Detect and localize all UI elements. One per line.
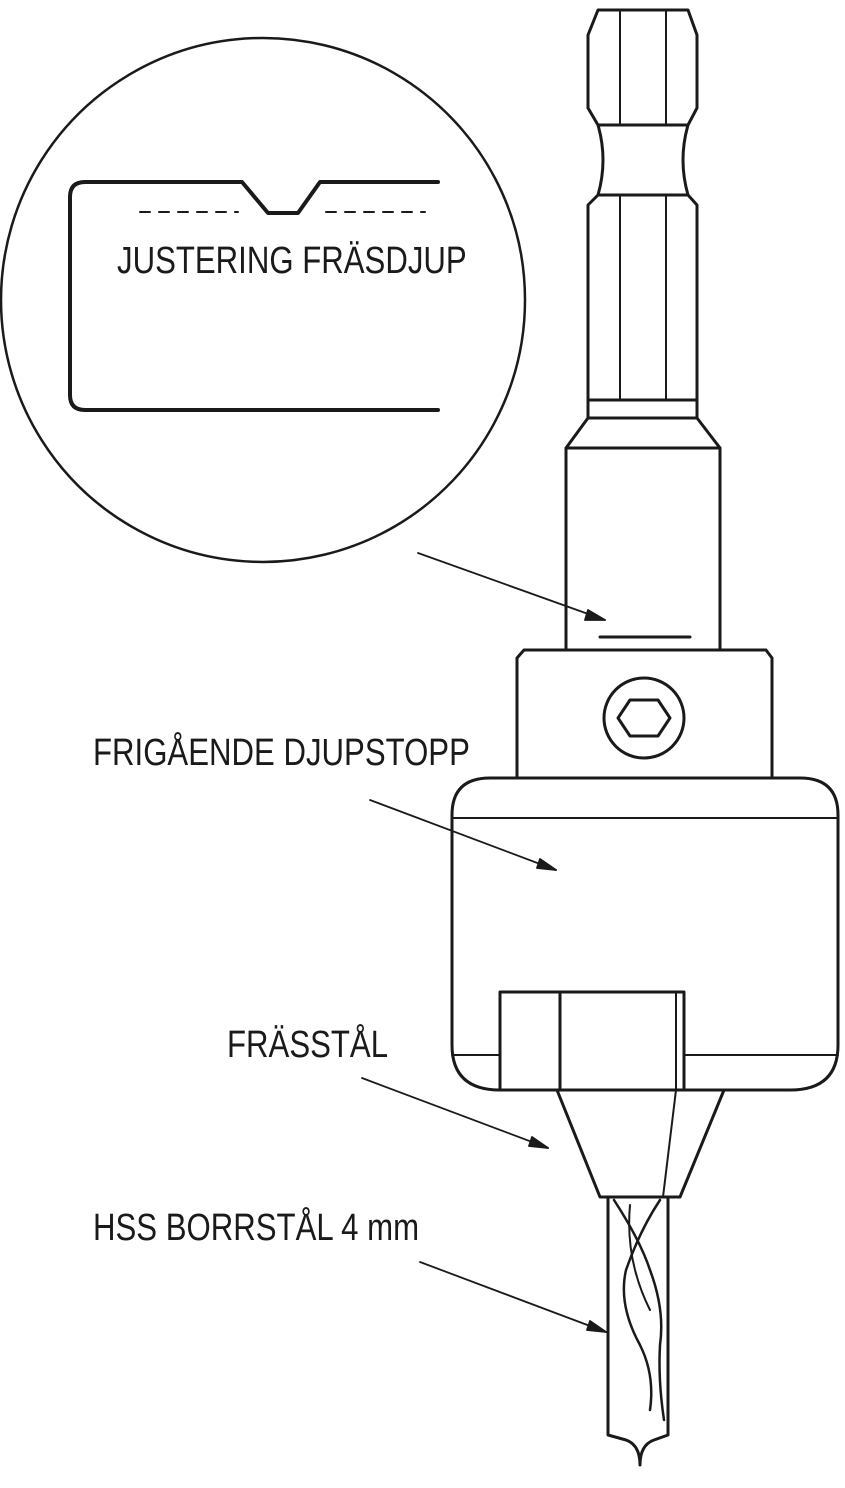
shank-taper [564, 416, 722, 450]
stop-body [450, 776, 840, 1092]
leader-lines [361, 552, 607, 1333]
set-screw-ring [602, 676, 686, 760]
cutter-window [498, 990, 686, 1092]
drill-bit [606, 1195, 670, 1467]
set-screw-hex [616, 698, 672, 738]
hex-shank [564, 8, 722, 652]
label-drill: HSS BORRSTÅL 4 mm [93, 1207, 420, 1249]
shank-top-hex [586, 8, 699, 127]
depth-stop-collar [515, 648, 774, 780]
detail-magnifier [0, 36, 527, 564]
cutter-cone [555, 1088, 726, 1199]
shank-lower-hex [586, 193, 699, 402]
label-depth-adjust: JUSTERING FRÄSDJUP [117, 240, 467, 282]
label-depth-stop: FRIGÅENDE DJUPSTOPP [93, 732, 470, 774]
label-cutter: FRÄSSTÅL [227, 1024, 389, 1066]
magnifier-circle [0, 36, 527, 564]
shank-groove [596, 123, 690, 197]
detail-sleeve-profile [68, 180, 440, 412]
